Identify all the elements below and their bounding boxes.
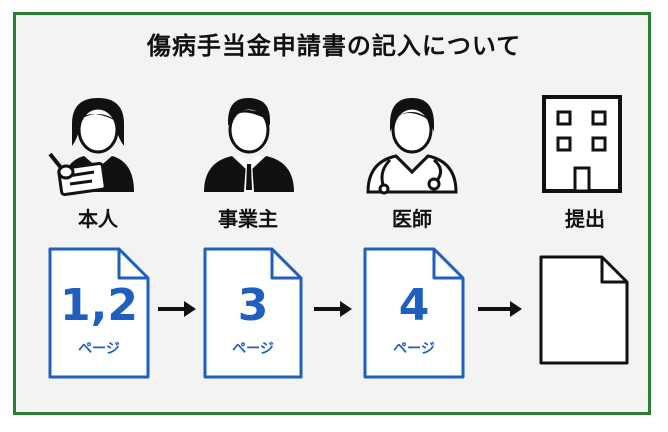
document-step-3: 4 ページ (362, 246, 466, 380)
person-writing-icon (48, 98, 134, 196)
businessman-icon (204, 98, 294, 192)
document-number: 3 (237, 280, 269, 331)
document-unit: ページ (232, 341, 274, 357)
document-number: 1,2 (60, 280, 138, 331)
step-label-jigyounushi: 事業主 (218, 207, 278, 231)
doctor-icon (366, 98, 458, 195)
arrow-right-icon (158, 301, 196, 317)
document-icon (363, 247, 465, 379)
step-label-teishutsu: 提出 (565, 207, 605, 231)
step-label-honnin: 本人 (78, 207, 118, 231)
document-unit: ページ (393, 341, 435, 357)
document-step-1: 1,2 ページ (47, 246, 151, 380)
step-label-ishi: 医師 (392, 207, 432, 231)
document-icon (203, 247, 303, 379)
blank-document-icon (539, 255, 629, 365)
document-step-2: 3 ページ (202, 246, 304, 380)
document-icon (48, 247, 150, 379)
document-submission (538, 254, 630, 366)
page-title: 傷病手当金申請書の記入について (146, 32, 522, 60)
document-unit: ページ (78, 341, 120, 357)
document-number: 4 (398, 280, 430, 331)
arrow-right-icon (478, 301, 522, 317)
arrow-right-icon (314, 301, 352, 317)
building-icon (542, 95, 622, 193)
